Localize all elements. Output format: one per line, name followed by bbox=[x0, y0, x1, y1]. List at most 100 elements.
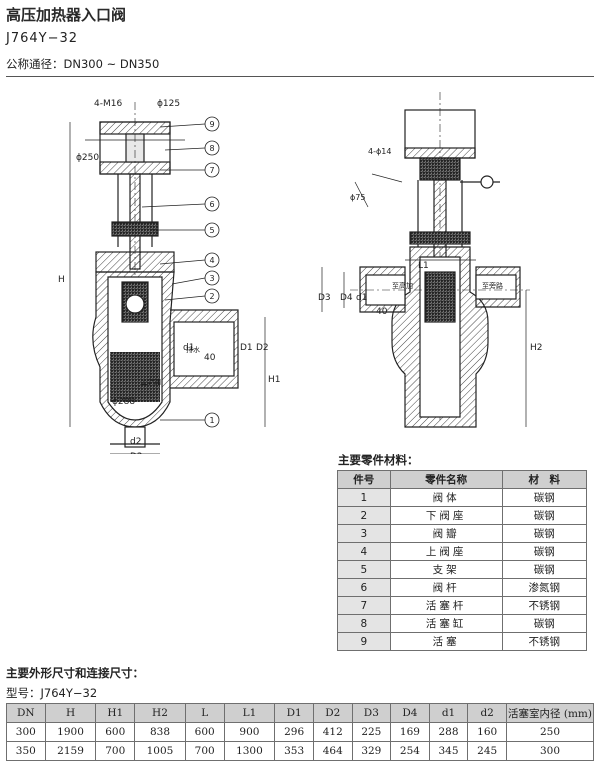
part-name: 阀杆 bbox=[389, 578, 503, 597]
callout-5-text: 5 bbox=[209, 226, 214, 235]
part-no: 1 bbox=[337, 488, 391, 507]
dims-cell: 1005 bbox=[134, 741, 186, 761]
right-section-view bbox=[350, 92, 530, 428]
dims-cell: 225 bbox=[351, 722, 392, 742]
d2-label: d2 bbox=[130, 437, 141, 447]
right-bolt-label: 4-ϕ14 bbox=[368, 147, 391, 156]
dim40-label: 40 bbox=[204, 353, 216, 363]
part-no: 7 bbox=[337, 596, 391, 615]
model-number: J764Y−32 bbox=[6, 31, 79, 46]
part-no: 2 bbox=[337, 506, 391, 525]
D2-label: D2 bbox=[256, 343, 269, 353]
dims-cell: 300 bbox=[506, 741, 594, 761]
D1-label: D1 bbox=[240, 343, 253, 353]
dims-header-cell: L1 bbox=[223, 703, 276, 723]
dims-cell: 412 bbox=[312, 722, 353, 742]
part-material: 不锈钢 bbox=[501, 632, 588, 651]
right-d1-label: d1 bbox=[356, 293, 367, 303]
dims-cell: 245 bbox=[467, 741, 507, 761]
dims-cell: 900 bbox=[223, 722, 276, 742]
dims-cell: 169 bbox=[390, 722, 430, 742]
dims-header-cell: D4 bbox=[390, 703, 430, 723]
dims-cell: 160 bbox=[467, 722, 507, 742]
D3-label: D3 bbox=[318, 293, 331, 303]
dims-header-cell: D3 bbox=[351, 703, 392, 723]
dims-header-cell: H1 bbox=[95, 703, 136, 723]
callout-3 bbox=[204, 270, 220, 286]
table-row: 350 2159 700 1005 700 1300 353 464 329 2… bbox=[6, 741, 594, 761]
dims-cell: 329 bbox=[351, 741, 392, 761]
nominal-diameter: 公称通径：DN300 ~ DN350 bbox=[6, 57, 160, 71]
dims-cell: 838 bbox=[134, 722, 186, 742]
dims-cell: 700 bbox=[184, 741, 225, 761]
dims-cell: 464 bbox=[312, 741, 353, 761]
part-name: 支架 bbox=[389, 560, 503, 579]
H1-label: H1 bbox=[268, 375, 281, 385]
dims-header-cell: D2 bbox=[312, 703, 353, 723]
part-name: 阀体 bbox=[389, 488, 503, 507]
part-material: 碳钢 bbox=[501, 542, 588, 561]
dims-cell: 1900 bbox=[44, 722, 97, 742]
dims-cell: 288 bbox=[428, 722, 469, 742]
callout-7 bbox=[204, 162, 220, 178]
valve-drawing: 4-M16 ϕ125 ϕ250 H H1 d1 D1 D2 40 ϕ288 d2… bbox=[58, 92, 543, 454]
nameplate-label: 至高加 bbox=[140, 377, 161, 386]
phi250-label: ϕ250 bbox=[76, 153, 99, 163]
dims-header-cell: 活塞室内径 (mm) bbox=[506, 703, 594, 723]
part-name: 活塞 bbox=[389, 632, 503, 651]
dims-cell: 353 bbox=[274, 741, 314, 761]
dims-cell: 300 bbox=[6, 722, 46, 742]
phi75-label: ϕ75 bbox=[350, 193, 365, 202]
callout-6-text: 6 bbox=[209, 200, 214, 209]
part-material: 碳钢 bbox=[501, 488, 588, 507]
part-no: 3 bbox=[337, 524, 391, 543]
H2-label: H2 bbox=[530, 343, 543, 353]
callout-9 bbox=[204, 116, 220, 132]
part-name: 活塞缸 bbox=[389, 614, 503, 633]
part-no: 5 bbox=[337, 560, 391, 579]
dims-cell: 600 bbox=[184, 722, 225, 742]
bolt-label: 4-M16 bbox=[94, 99, 122, 109]
parts-title: 主要零件材料： bbox=[338, 453, 419, 467]
dims-cell: 2159 bbox=[44, 741, 97, 761]
parts-header-name: 零件名称 bbox=[389, 470, 503, 489]
dims-header-cell: L bbox=[184, 703, 225, 723]
dimensions-table: DN H H1 H2 L L1 D1 D2 D3 D4 d1 d2 活塞室内径 … bbox=[6, 703, 594, 761]
callout-8 bbox=[204, 140, 220, 156]
dims-header-cell: H2 bbox=[134, 703, 186, 723]
phi288-label: ϕ288 bbox=[112, 397, 135, 407]
dims-header-cell: DN bbox=[6, 703, 46, 723]
to-heater-label: 至高加 bbox=[392, 281, 413, 290]
part-material: 碳钢 bbox=[501, 614, 588, 633]
callout-7-text: 7 bbox=[209, 166, 214, 175]
callout-2-text: 2 bbox=[209, 292, 214, 301]
H-label: H bbox=[58, 275, 65, 285]
part-material: 碳钢 bbox=[501, 524, 588, 543]
header-divider bbox=[6, 76, 594, 77]
dims-cell: 700 bbox=[95, 741, 136, 761]
callout-5 bbox=[204, 222, 220, 238]
callout-4 bbox=[204, 252, 220, 268]
d1-label: d1 bbox=[183, 343, 194, 353]
part-no: 4 bbox=[337, 542, 391, 561]
dims-header-cell: D1 bbox=[274, 703, 314, 723]
D2-bottom-label: D2 bbox=[130, 452, 143, 454]
parts-header-no: 件号 bbox=[337, 470, 391, 489]
right-dim40-label: 40 bbox=[376, 307, 388, 317]
dims-header-cell: H bbox=[44, 703, 97, 723]
D4-label: D4 bbox=[340, 293, 353, 303]
dims-cell: 350 bbox=[6, 741, 46, 761]
dims-cell: 600 bbox=[95, 722, 136, 742]
part-material: 碳钢 bbox=[501, 560, 588, 579]
to-bypass-label: 至旁路 bbox=[482, 281, 503, 290]
callout-3-text: 3 bbox=[209, 274, 214, 283]
dims-cell: 254 bbox=[390, 741, 430, 761]
dims-header-cell: d1 bbox=[428, 703, 469, 723]
